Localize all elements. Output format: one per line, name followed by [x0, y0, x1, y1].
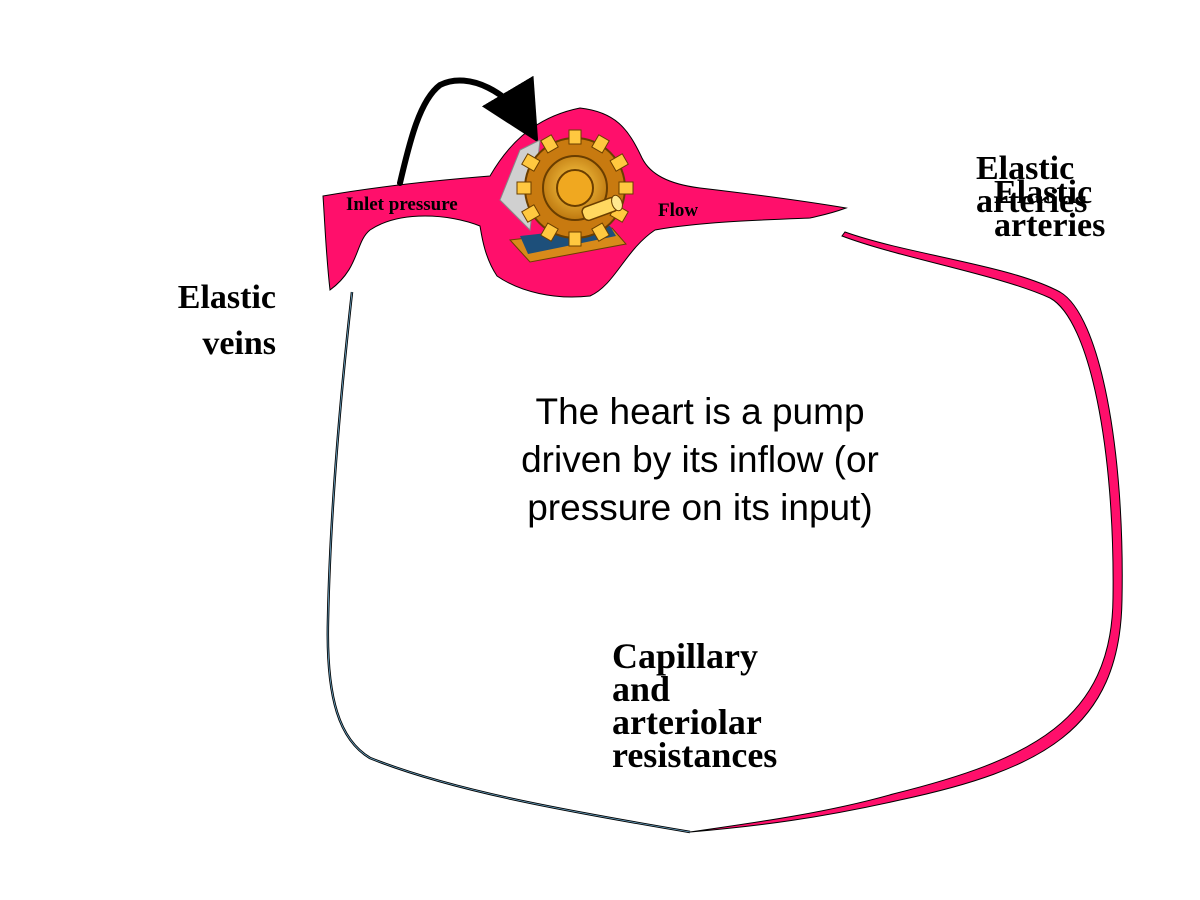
inlet-pressure-label: Inlet pressure [346, 194, 458, 215]
elastic-veins-label: Elastic veins [150, 275, 276, 367]
capillary-line-3: arteriolar [612, 702, 762, 742]
elastic-veins-line-1: Elastic [177, 279, 276, 316]
curved-arrow-icon [397, 75, 539, 186]
flow-label: Flow [658, 200, 699, 221]
elastic-arteries-line-2: arteries [976, 183, 1088, 220]
elastic-arteries-label: Elastic arteries [976, 150, 1088, 220]
capillary-line-4: resistances [612, 735, 778, 775]
venous-tube-lumen [327, 291, 691, 833]
capillary-resistances-label: Capillary and arteriolar resistances [612, 636, 778, 775]
capillary-line-1: Capillary [612, 636, 759, 676]
elastic-arteries-line-1: Elastic [976, 150, 1075, 187]
arterial-tube [689, 231, 1123, 833]
elastic-veins-line-2: veins [202, 325, 276, 362]
heart-pump-caption: The heart is a pump driven by its inflow… [521, 391, 879, 528]
capillary-line-2: and [612, 669, 671, 709]
pump-motor-icon [499, 129, 634, 263]
elastic-arteries-dup-line-1: Elastic [994, 174, 1093, 211]
elastic-arteries-dup-line-2: arteries [994, 207, 1106, 244]
elastic-arteries-label-duplicate: Elastic arteries [994, 174, 1106, 244]
